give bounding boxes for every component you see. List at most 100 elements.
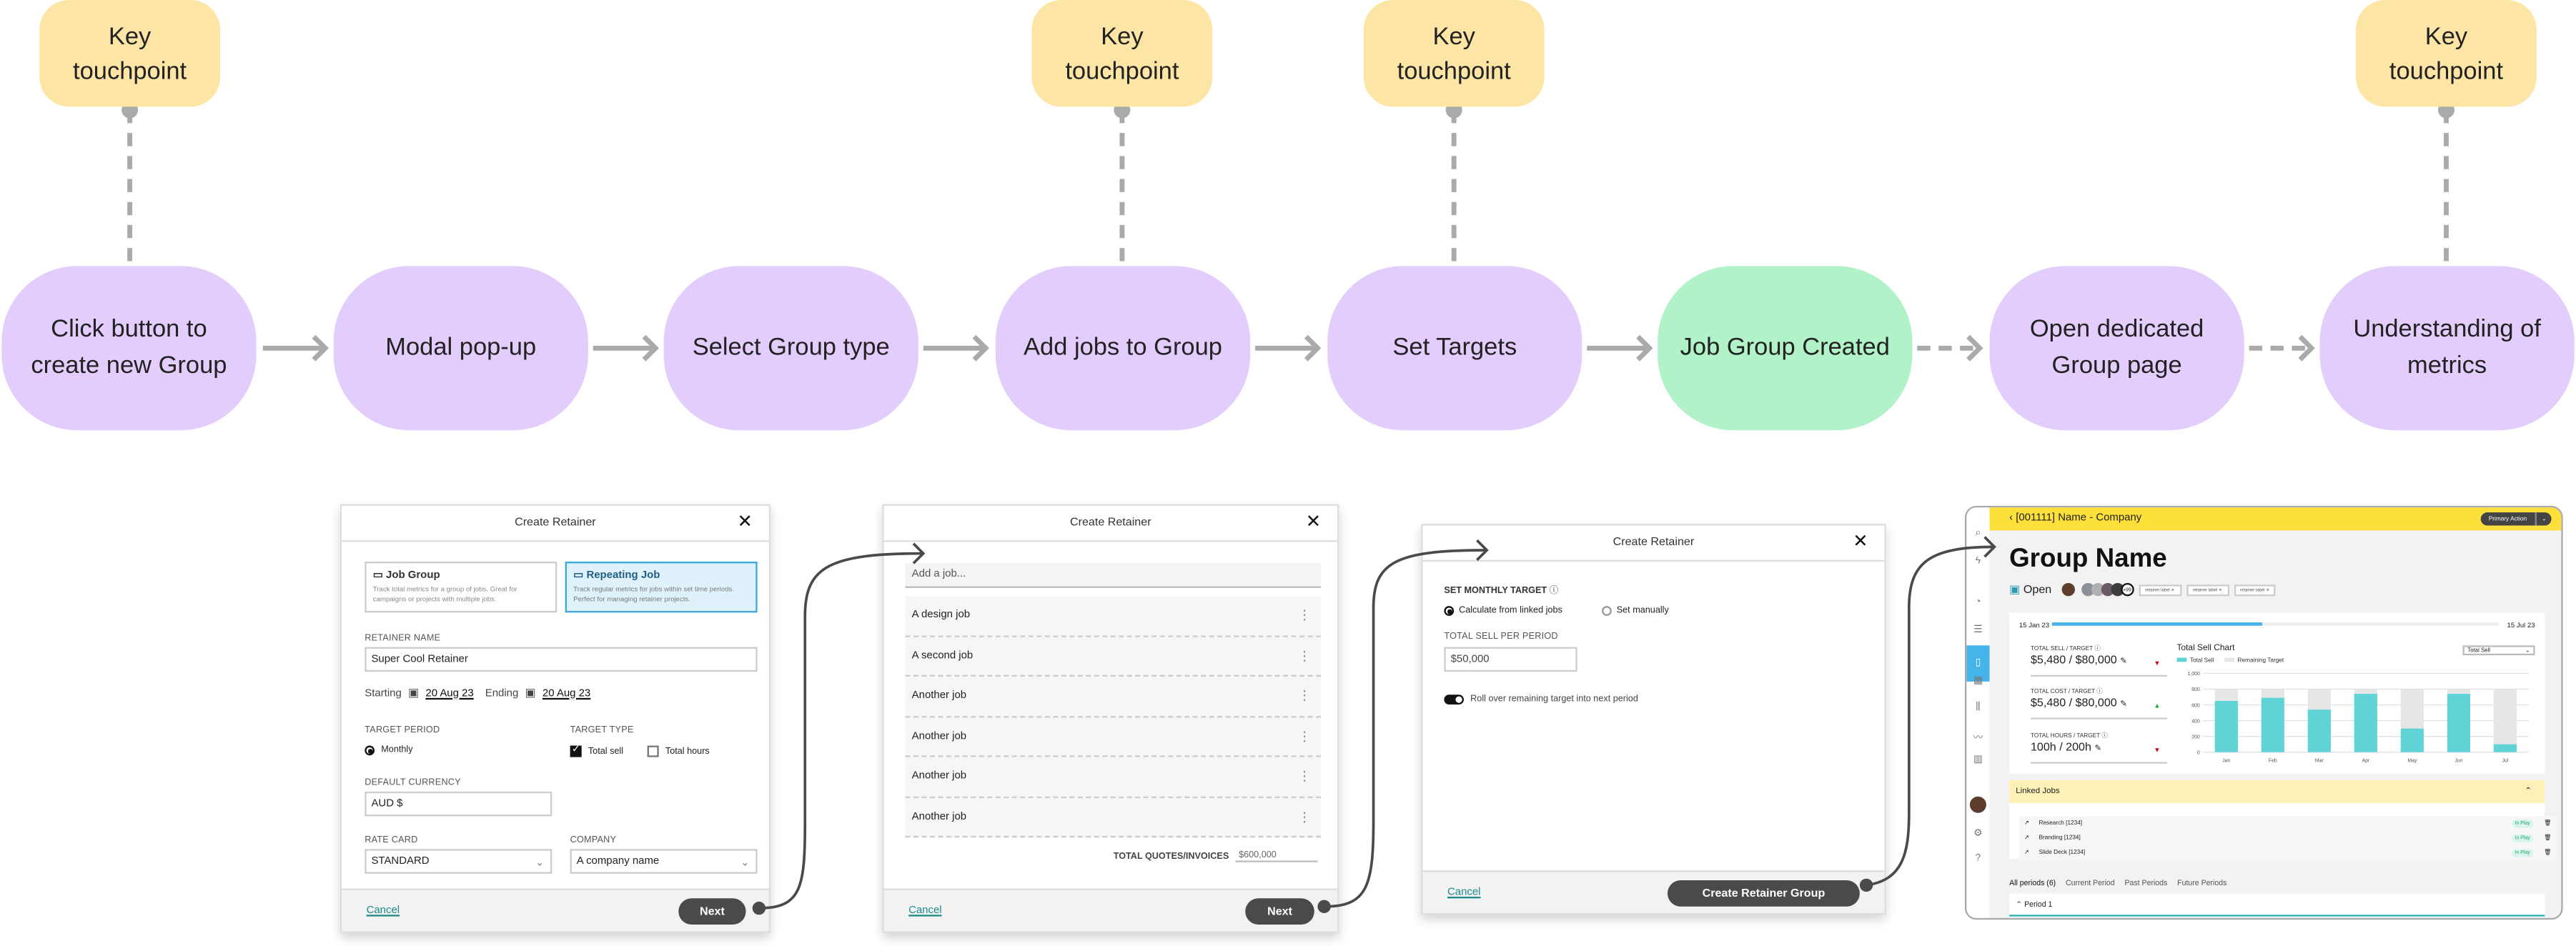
more-members-badge[interactable]: +99 [2120, 582, 2134, 597]
arrow-icon [262, 334, 329, 362]
status-badge[interactable]: In Play [2512, 833, 2534, 843]
more-vertical-icon[interactable]: ⋮ [1297, 728, 1312, 744]
tab-all-periods[interactable]: All periods (6) [2009, 878, 2056, 887]
next-button[interactable]: Next [1245, 898, 1314, 925]
avatar[interactable] [2061, 582, 2075, 597]
info-icon[interactable]: ⓘ [1549, 586, 1559, 597]
avatar[interactable] [1966, 796, 1989, 817]
gear-icon[interactable]: ⚙ [1973, 829, 1983, 840]
chevron-up-icon[interactable]: ⌃ [2016, 900, 2025, 909]
breadcrumb[interactable]: ‹ [001111] Name - Company [2009, 512, 2141, 524]
calendar-icon[interactable]: ▣ [525, 688, 536, 700]
cancel-link[interactable]: Cancel [908, 905, 942, 917]
avatar[interactable] [2110, 582, 2124, 597]
calendar-icon[interactable]: ▣ [407, 688, 420, 700]
touchpoint-label: Key touchpoint [1065, 22, 1179, 85]
trend-icon[interactable]: 〰 [1973, 734, 1983, 745]
status-badge[interactable]: In Play [2512, 818, 2534, 828]
rollover-toggle[interactable] [1444, 694, 1464, 705]
rate-card-select[interactable]: STANDARD⌄ [365, 849, 553, 874]
chevron-up-icon[interactable]: ⌃ [2525, 786, 2532, 797]
external-link-icon[interactable]: ↗ [2023, 819, 2029, 827]
close-icon[interactable]: ✕ [737, 512, 753, 532]
external-link-icon[interactable]: ↗ [2023, 849, 2029, 856]
bar-remaining-jul [2493, 689, 2517, 745]
type-card-repeating-job[interactable]: ▭ Repeating Job Track regular metrics fo… [565, 562, 758, 613]
more-vertical-icon[interactable]: ⋮ [1297, 607, 1312, 623]
close-icon[interactable]: ✕ [1853, 532, 1868, 552]
avatar[interactable] [2101, 582, 2114, 597]
chevron-down-icon[interactable]: ⌄ [2535, 511, 2552, 525]
job-name: A second job [911, 649, 974, 662]
linked-job-row[interactable]: ↗Research [1234]In Play🗑 [2018, 816, 2557, 830]
trash-icon[interactable]: 🗑 [2544, 819, 2552, 827]
more-vertical-icon[interactable]: ⋮ [1297, 809, 1312, 824]
cancel-link[interactable]: Cancel [366, 905, 400, 917]
kanban-icon[interactable]: ⫼ [1976, 702, 1981, 713]
avatar[interactable] [2081, 582, 2095, 597]
step-set-targets: Set Targets [1327, 266, 1582, 431]
calc-radio[interactable]: Calculate from linked jobs [1444, 606, 1562, 616]
retainer-tag[interactable]: retainer label ✕ [2186, 584, 2229, 596]
cancel-link[interactable]: Cancel [1447, 887, 1481, 899]
bolt-icon[interactable]: ϟ [1975, 557, 1981, 567]
company-select[interactable]: A company name⌄ [570, 849, 758, 874]
chevron-left-icon[interactable]: ‹ [2009, 512, 2016, 524]
sell-per-period-input[interactable]: $50,000 [1444, 647, 1577, 672]
pencil-icon[interactable]: ✎ [2120, 657, 2127, 667]
grid-icon[interactable]: ▦ [1973, 676, 1983, 687]
next-button[interactable]: Next [678, 898, 746, 925]
ending-date[interactable]: 20 Aug 23 [542, 687, 591, 699]
external-link-icon[interactable]: ↗ [2023, 834, 2029, 841]
list-icon[interactable]: ☰ [1973, 625, 1983, 636]
search-icon[interactable]: ⌕ [1975, 529, 1981, 539]
trash-icon[interactable]: 🗑 [2544, 849, 2552, 856]
gauge-icon[interactable]: ◔ [1975, 597, 1981, 608]
more-vertical-icon[interactable]: ⋮ [1297, 768, 1312, 784]
tab-future-periods[interactable]: Future Periods [2177, 878, 2227, 887]
currency-input[interactable]: AUD $ [365, 791, 553, 817]
arrow-icon [1587, 334, 1653, 362]
primary-action-button[interactable]: Primary Action⌄ [2480, 511, 2552, 525]
bar-remaining-may [2400, 689, 2424, 729]
linked-job-row[interactable]: ↗Slide Deck [1234]In Play🗑 [2018, 845, 2557, 860]
create-retainer-group-button[interactable]: Create Retainer Group [1667, 880, 1860, 907]
manual-radio[interactable]: Set manually [1602, 606, 1669, 616]
pencil-icon[interactable]: ✎ [2094, 744, 2102, 755]
retainer-tag[interactable]: retainer label ✕ [2233, 584, 2277, 596]
key-touchpoint: Key touchpoint [2356, 0, 2537, 107]
starting-date[interactable]: 20 Aug 23 [425, 687, 474, 699]
retainer-tag[interactable]: retainer label ✕ [2139, 584, 2181, 596]
total-hours-checkbox[interactable]: Total hours [647, 745, 710, 757]
key-touchpoint: Key touchpoint [1031, 0, 1213, 107]
rollover-toggle-row: Roll over remaining target into next per… [1444, 694, 1638, 705]
period-row[interactable]: ⌃ Period 1 [2009, 893, 2545, 917]
book-icon[interactable]: ▥ [1973, 755, 1983, 766]
legend-remaining-target: Remaining Target [2238, 657, 2284, 663]
tab-past-periods[interactable]: Past Periods [2124, 878, 2168, 887]
type-card-job-group[interactable]: ▭ Job Group Track total metrics for a gr… [365, 562, 558, 613]
tab-current-period[interactable]: Current Period [2066, 878, 2115, 887]
open-status-icon: ▣ [2009, 584, 2021, 597]
pencil-icon[interactable]: ✎ [2120, 699, 2127, 710]
status-badge[interactable]: In Play [2512, 848, 2534, 857]
avatar[interactable] [2091, 582, 2104, 597]
more-vertical-icon[interactable]: ⋮ [1297, 688, 1312, 703]
add-job-input[interactable]: Add a job... [905, 563, 1321, 588]
tag-label: retainer label [2192, 587, 2218, 592]
chart-metric-select[interactable]: Total Sell⌄ [2462, 645, 2535, 656]
linked-jobs-header[interactable]: Linked Jobs⌃ [2009, 780, 2545, 803]
modal-footer: Cancel Create Retainer Group [1422, 870, 1885, 913]
retainer-name-input[interactable]: Super Cool Retainer [365, 647, 758, 672]
more-vertical-icon[interactable]: ⋮ [1297, 647, 1312, 663]
close-icon[interactable]: ✕ [1305, 512, 1321, 532]
help-icon[interactable]: ? [1975, 854, 1981, 865]
total-sell-checkbox[interactable]: ✓Total sell [570, 745, 623, 757]
bar-remaining-jan [2214, 689, 2238, 701]
linked-job-row[interactable]: ↗Branding [1234]In Play🗑 [2018, 831, 2557, 845]
trash-icon[interactable]: 🗑 [2544, 834, 2552, 841]
tag-label: retainer label [2145, 587, 2170, 592]
monthly-radio[interactable]: Monthly [365, 745, 413, 756]
status-label[interactable]: Open [2023, 584, 2052, 596]
bar-total-sell-feb [2261, 697, 2284, 752]
